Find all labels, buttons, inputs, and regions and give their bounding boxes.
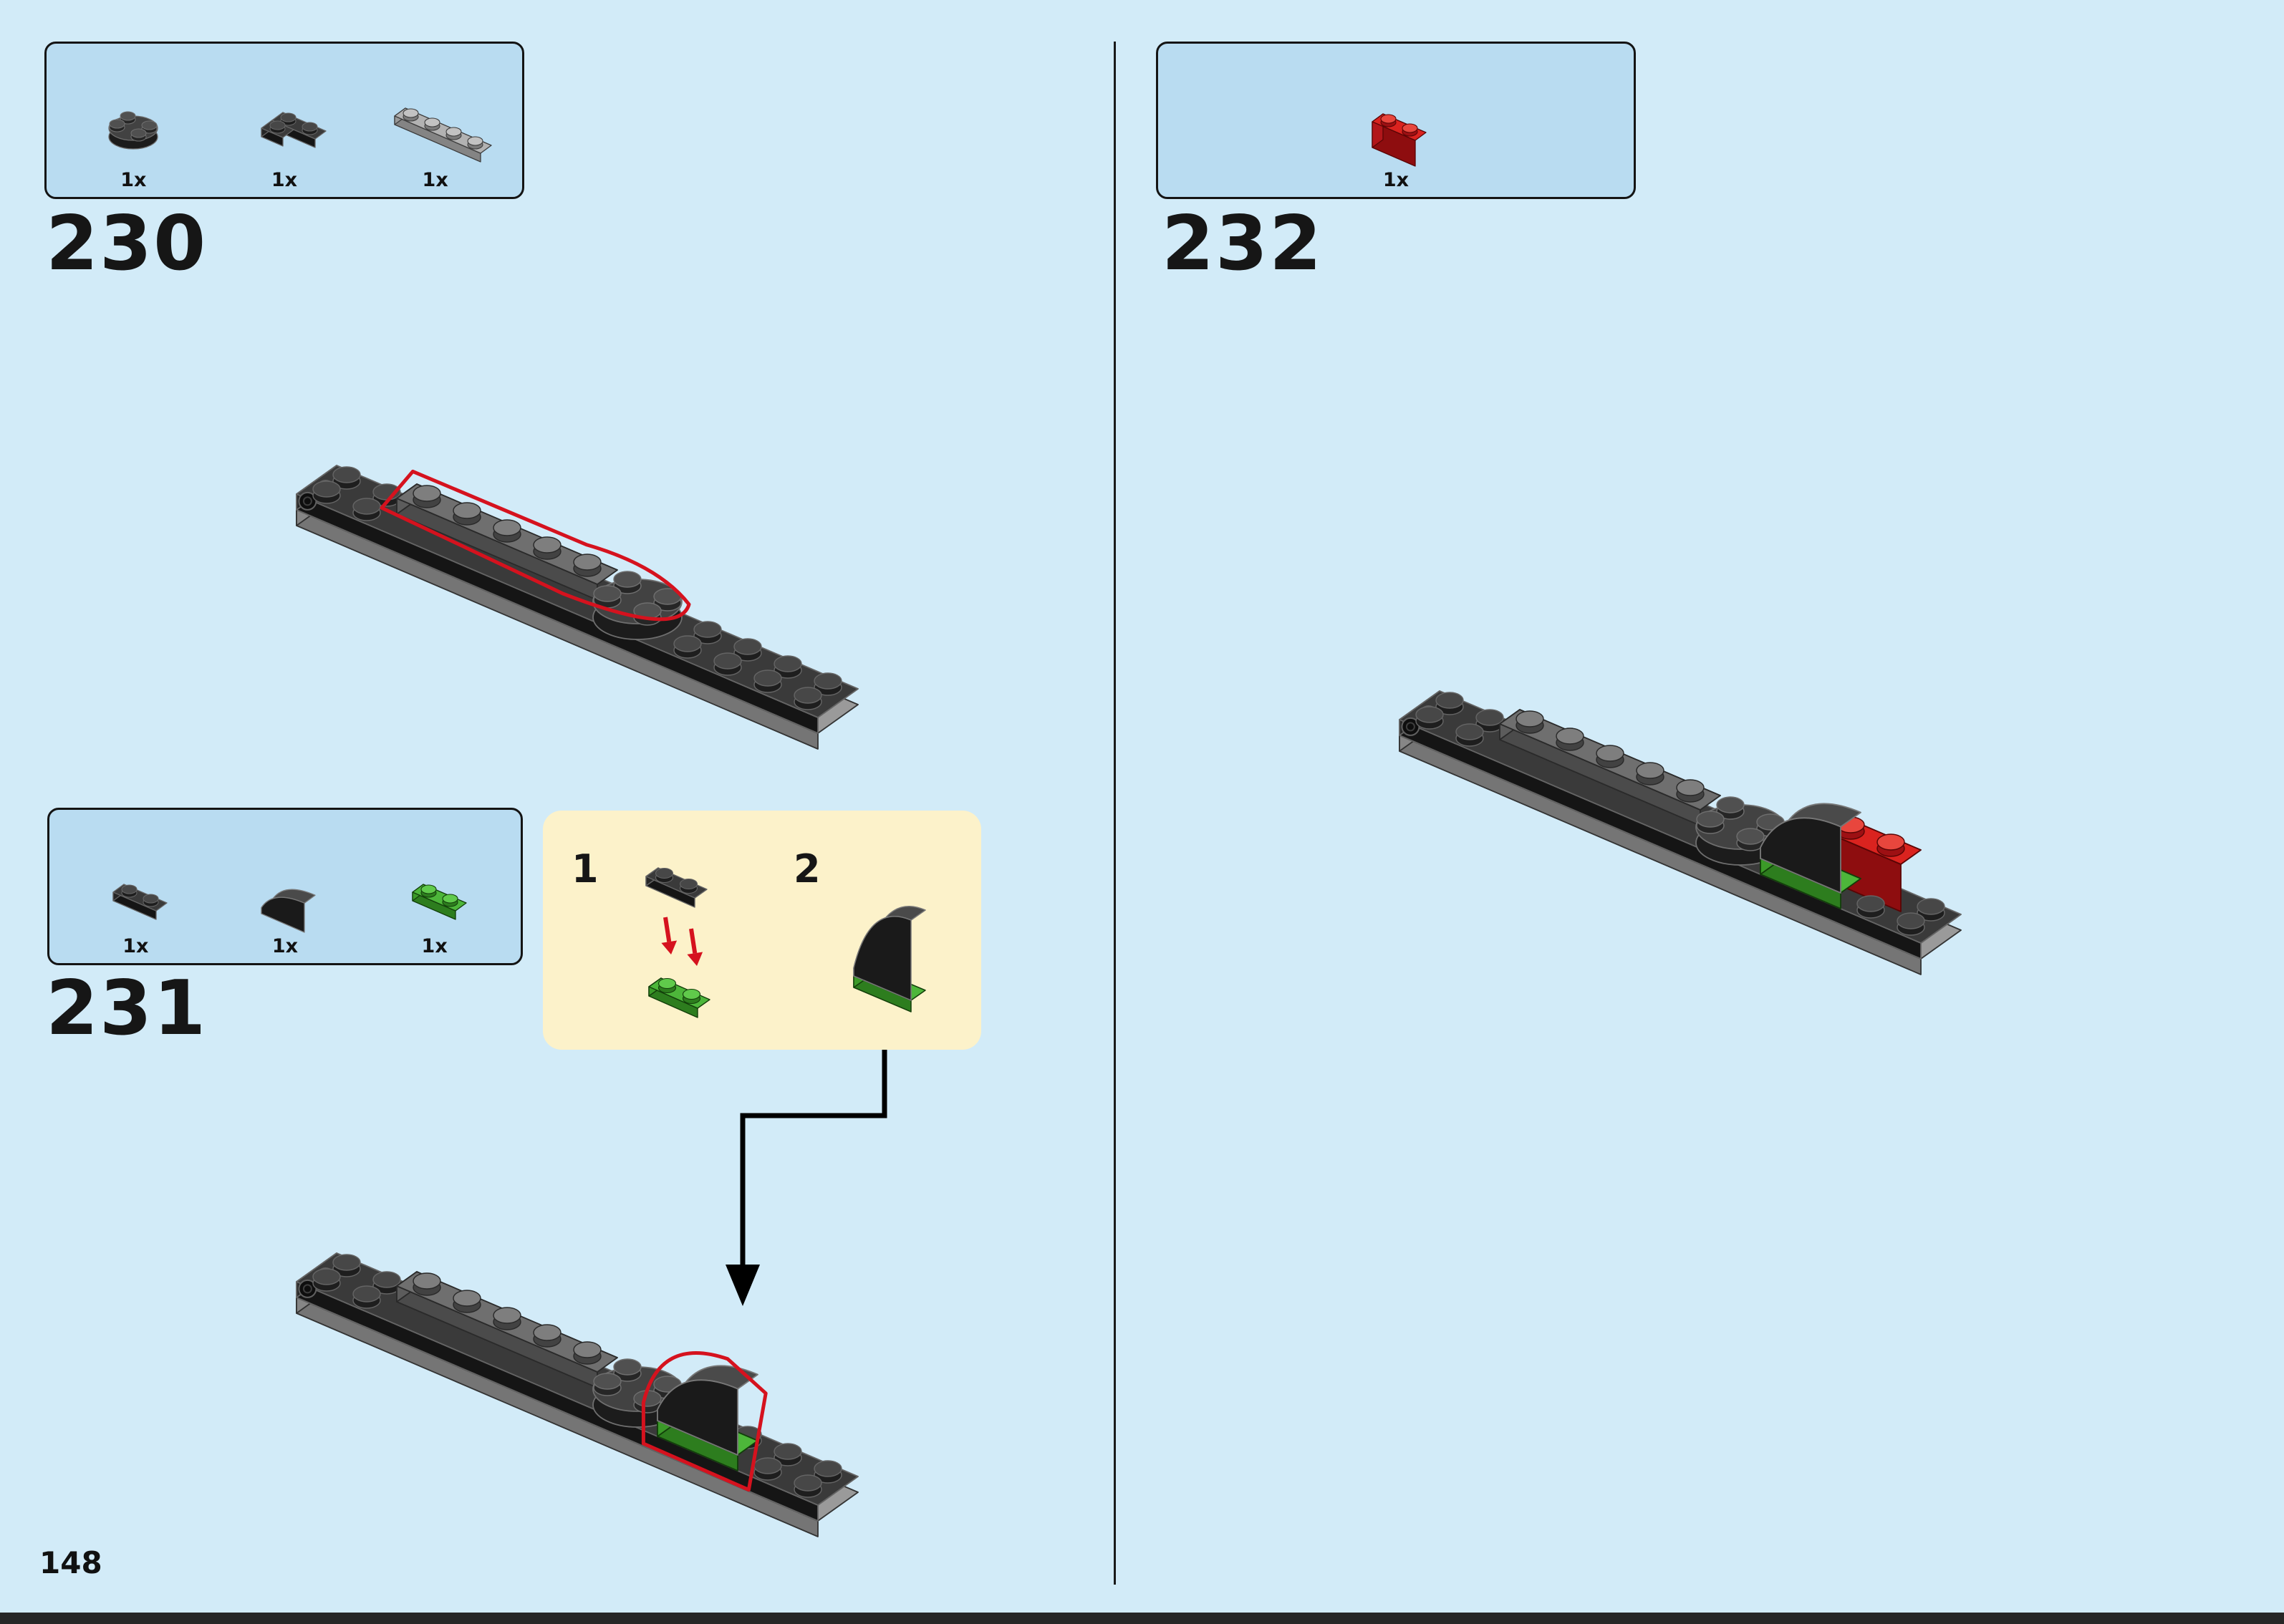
- subassembly-callout: 1 2: [543, 811, 981, 1050]
- placement-arrow-icon: [726, 1050, 887, 1306]
- callout-substep-1-diagram: [645, 867, 710, 1018]
- callout-substep-2-label: 2: [794, 846, 821, 891]
- column-divider: [1114, 42, 1116, 1585]
- part-count-label: 1x: [122, 935, 149, 957]
- brick-1x2-red-icon: [1372, 113, 1427, 167]
- plate-1x2-green-icon: [411, 884, 467, 920]
- part-item: 1x: [220, 88, 349, 193]
- part-item: 1x: [221, 854, 350, 959]
- part-item: 1x: [71, 854, 200, 959]
- part-item: 1x: [370, 854, 499, 959]
- part-count-label: 1x: [1382, 169, 1410, 191]
- part-count-label: 1x: [422, 169, 448, 191]
- part-count-label: 1x: [421, 935, 448, 957]
- part-count-label: 1x: [271, 935, 299, 957]
- callout-substep-2-diagram: [853, 906, 926, 1012]
- parts-box-step-230: 1x 1x 1x: [44, 42, 524, 199]
- part-item: 1x: [371, 88, 500, 193]
- assembly-illustration-step-232: [1399, 690, 1962, 975]
- part-count-label: 1x: [120, 169, 147, 191]
- round-plate-2x2-icon: [108, 111, 158, 150]
- step-number-232: 232: [1162, 200, 1324, 287]
- page-bottom-edge: [0, 1613, 2284, 1624]
- parts-box-step-231: 1x 1x 1x: [47, 808, 523, 965]
- corner-plate-2x2-icon: [261, 112, 327, 148]
- step-number-231: 231: [46, 965, 208, 1052]
- assembly-illustration-step-231: [296, 1252, 859, 1537]
- plate-1x4-gray-icon: [393, 107, 492, 163]
- page-number: 148: [39, 1545, 102, 1580]
- assembly-illustration-step-230: [296, 465, 859, 750]
- part-item: 1x: [69, 88, 198, 193]
- step-number-230: 230: [46, 200, 208, 287]
- plate-1x2-black-icon: [112, 884, 168, 920]
- part-item: 1x: [1331, 88, 1460, 193]
- curved-slope-1x2-black-icon: [261, 889, 316, 933]
- callout-substep-1-label: 1: [572, 846, 599, 891]
- parts-box-step-232: 1x: [1156, 42, 1636, 199]
- part-count-label: 1x: [271, 169, 298, 191]
